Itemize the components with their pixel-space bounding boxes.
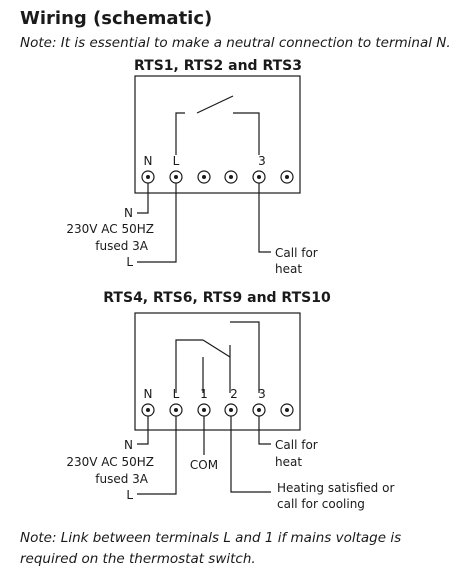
diagram1-supply-l: L <box>126 255 133 269</box>
diagram1-heading: RTS1, RTS2 and RTS3 <box>134 58 302 74</box>
wire-l-2 <box>137 416 177 495</box>
diagram1-terminal-label-3: 3 <box>258 154 266 168</box>
wire-l-1 <box>137 180 177 263</box>
diagram2-supply-n: N <box>124 438 133 452</box>
wire-n-2 <box>137 416 149 445</box>
diagram1-terminal-label-l: L <box>173 154 180 168</box>
diagram2-heading: RTS4, RTS6, RTS9 and RTS10 <box>103 290 331 306</box>
diagram1-call-for-heat-line1: Call for <box>275 246 318 260</box>
relay-switch-2 <box>202 339 231 358</box>
diagram2-com-label: COM <box>190 458 218 472</box>
wire-n-1 <box>137 180 149 214</box>
diagram2-terminal-label-1: 1 <box>200 387 208 401</box>
diagram2-supply-fuse: fused 3A <box>95 472 149 486</box>
wire-3-1 <box>258 180 271 253</box>
diagram2-call-for-heat-line1: Call for <box>275 438 318 452</box>
relay-contact-left-2 <box>175 339 203 393</box>
terminal-row-1 <box>141 170 294 184</box>
wire-2-2 <box>230 416 271 493</box>
diagram1-terminal-label-n: N <box>144 154 153 168</box>
diagram1-supply-voltage: 230V AC 50HZ <box>66 222 154 236</box>
diagram1-supply-fuse: fused 3A <box>95 239 149 253</box>
diagram1-call-for-heat-line2: heat <box>275 262 302 276</box>
link-note-line2: required on the thermostat switch. <box>20 551 256 567</box>
diagram1-supply-n: N <box>124 206 133 220</box>
thermostat-box-2 <box>134 312 301 431</box>
wire-3-2 <box>258 416 271 445</box>
diagram2-terminal-label-2: 2 <box>230 387 238 401</box>
diagram2-terminal-label-n: N <box>144 387 153 401</box>
diagram2-heating-satisfied-line2: call for cooling <box>277 497 365 511</box>
relay-switch-1 <box>196 95 234 114</box>
relay-contact-left-1 <box>175 112 185 155</box>
diagram2-terminal-label-l: L <box>173 387 180 401</box>
diagram2-call-for-heat-line2: heat <box>275 455 302 469</box>
diagram2-supply-l: L <box>126 488 133 502</box>
terminal-row-2 <box>141 403 294 417</box>
relay-contact-right-1 <box>233 112 260 155</box>
page-title: Wiring (schematic) <box>20 8 213 29</box>
diagram2-terminal-label-3: 3 <box>258 387 266 401</box>
diagram2-heating-satisfied-line1: Heating satisfied or <box>277 481 394 495</box>
diagram2-supply-voltage: 230V AC 50HZ <box>66 455 154 469</box>
relay-contact-upper-2 <box>230 321 260 393</box>
link-note: Note: Link between terminals L and 1 if … <box>20 528 450 570</box>
neutral-note: Note: It is essential to make a neutral … <box>20 35 451 51</box>
thermostat-box-1 <box>134 75 301 194</box>
link-note-line1: Note: Link between terminals L and 1 if … <box>20 530 402 546</box>
